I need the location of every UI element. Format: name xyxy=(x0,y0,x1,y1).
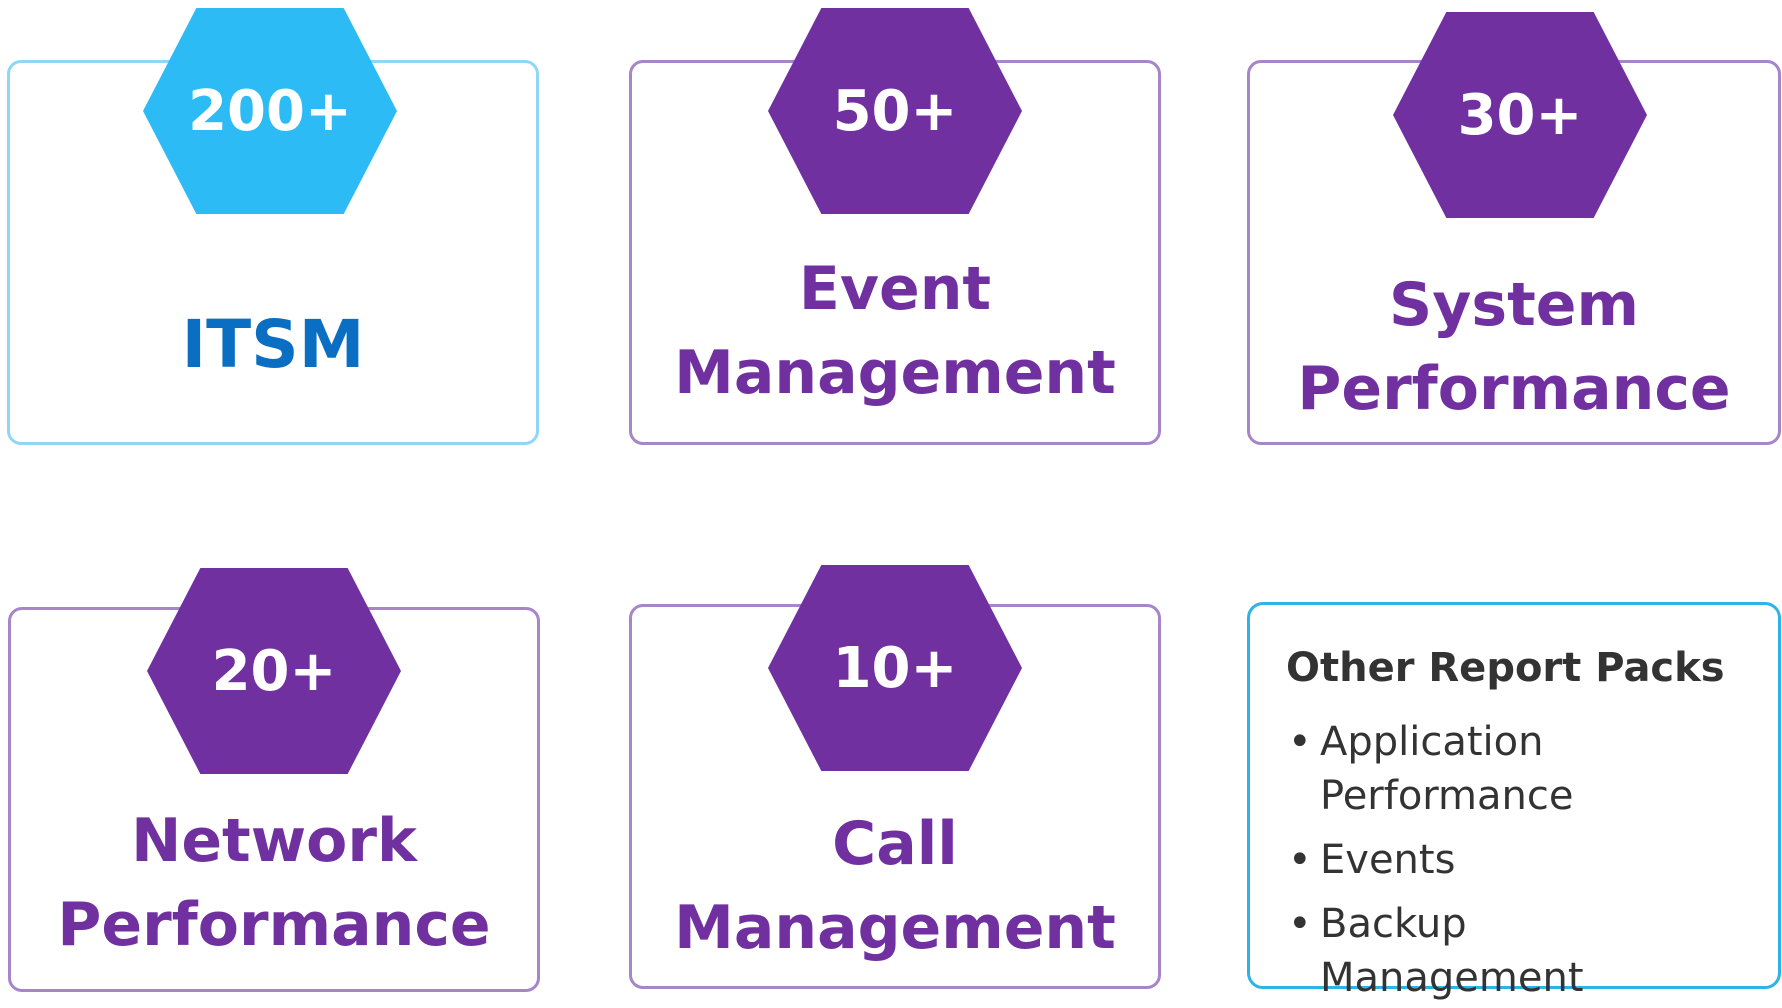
report-pack-title: System Performance xyxy=(1297,270,1731,424)
other-report-packs-card: Other Report Packs • Application Perform… xyxy=(1247,602,1781,1001)
count-hexagon: 10+ xyxy=(768,565,1022,771)
count-label: 20+ xyxy=(211,638,337,704)
count-hexagon: 50+ xyxy=(768,8,1022,214)
count-label: 200+ xyxy=(188,78,352,144)
other-report-packs-heading: Other Report Packs xyxy=(1286,645,1725,691)
other-report-packs-list: • Application Performance • Events • Bac… xyxy=(1286,715,1730,1008)
list-item-label: Backup Management xyxy=(1320,901,1584,1001)
list-item-label: Events xyxy=(1320,837,1456,883)
bullet-icon: • xyxy=(1288,837,1312,883)
bullet-icon: • xyxy=(1288,719,1312,765)
count-hexagon: 30+ xyxy=(1393,12,1647,218)
report-pack-title: Call Management xyxy=(674,809,1116,963)
report-pack-title: Event Management xyxy=(674,254,1116,408)
count-label: 30+ xyxy=(1457,82,1583,148)
count-hexagon: 200+ xyxy=(143,8,397,214)
count-label: 10+ xyxy=(832,635,958,701)
bullet-icon: • xyxy=(1288,901,1312,947)
report-pack-title: Network Performance xyxy=(57,806,491,960)
count-label: 50+ xyxy=(832,78,958,144)
report-pack-title: ITSM xyxy=(181,306,365,383)
list-item-label: Application Performance xyxy=(1320,719,1574,819)
list-item: • Events xyxy=(1286,833,1730,887)
list-item: • Backup Management xyxy=(1286,897,1730,1005)
count-hexagon: 20+ xyxy=(147,568,401,774)
list-item: • Application Performance xyxy=(1286,715,1730,823)
